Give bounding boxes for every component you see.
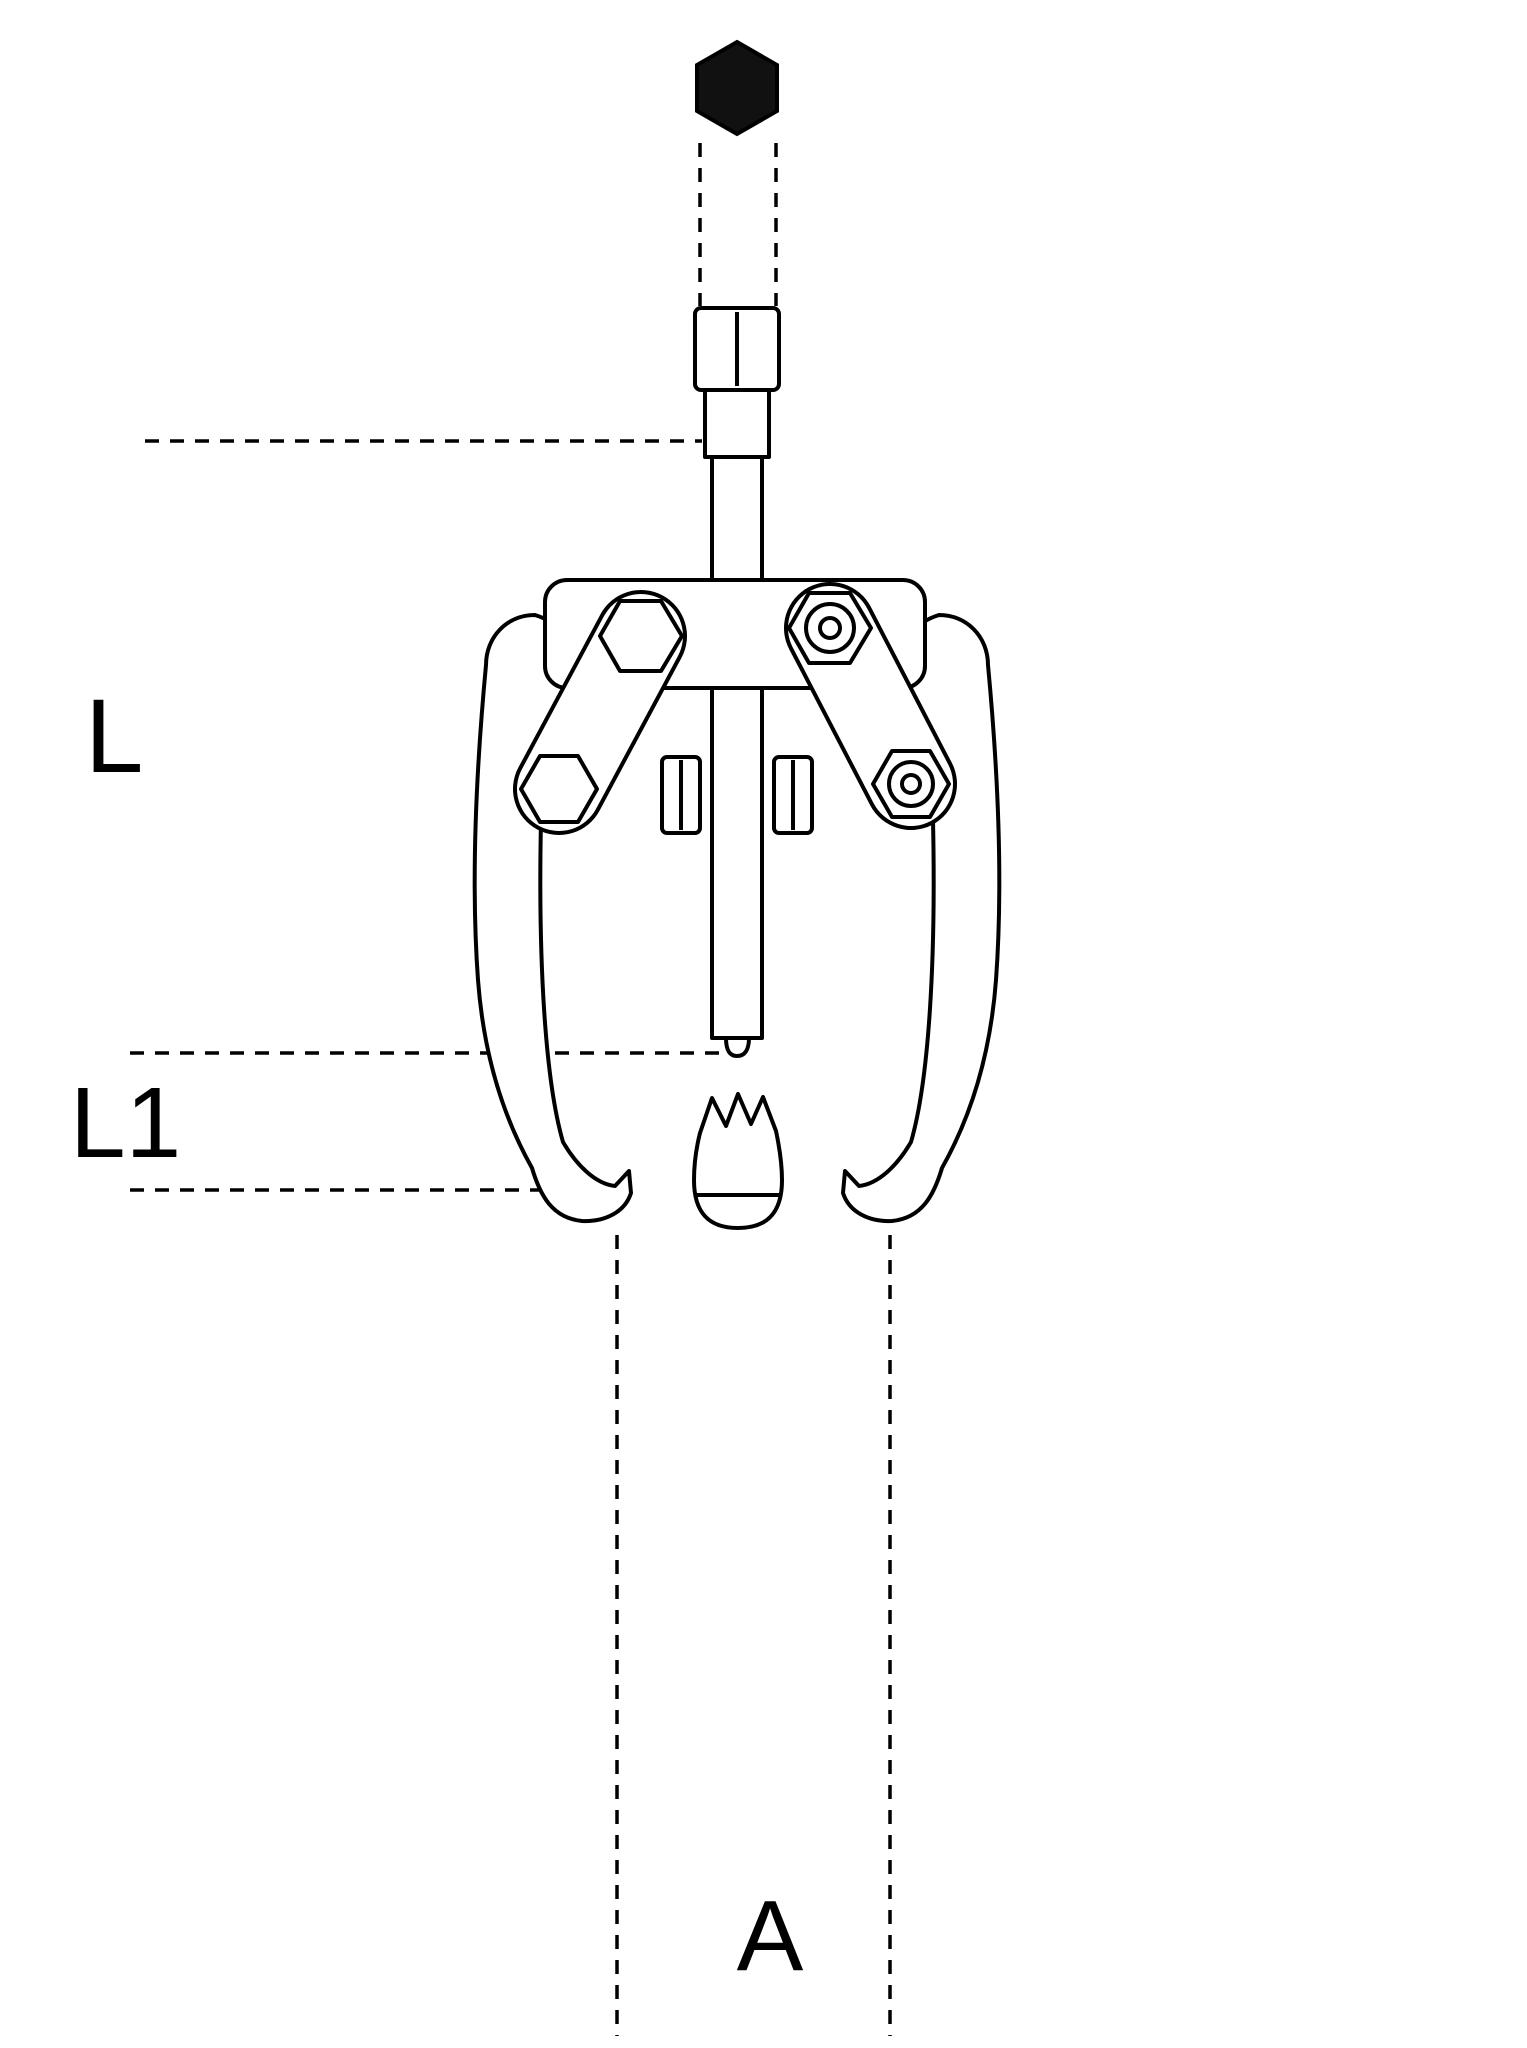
workpiece-shaft (692, 1092, 784, 1230)
dimension-lines (130, 143, 892, 2036)
left-lower-bolt (519, 754, 599, 824)
left-top-bolt (598, 599, 684, 673)
spindle (660, 306, 814, 1058)
spindle-lower-shaft (710, 678, 764, 1040)
label-L: L (85, 678, 143, 795)
spindle-neck (703, 388, 771, 459)
label-A: A (737, 1880, 804, 1992)
workpiece-body (692, 1092, 784, 1230)
dimension-labels: L L1 A (70, 678, 804, 1992)
right-top-nut-stud (818, 616, 842, 640)
drive-hex-head (695, 39, 779, 137)
label-L1: L1 (70, 1067, 181, 1179)
right-lower-nut-stud (900, 773, 922, 795)
pivot-bolts (519, 591, 951, 824)
spindle-tip (724, 1036, 751, 1058)
spindle-upper-shaft (710, 453, 764, 592)
